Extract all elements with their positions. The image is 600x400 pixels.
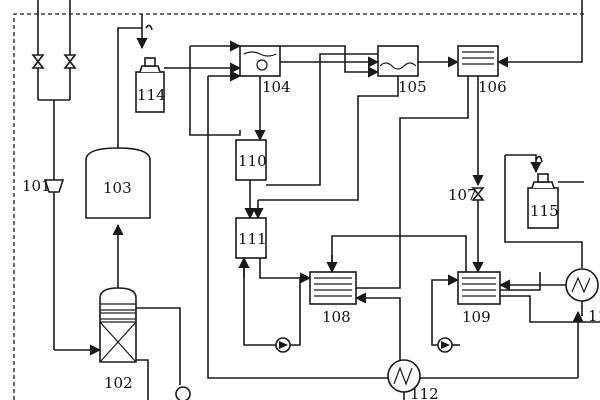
label-105: 105: [398, 78, 427, 96]
pump-108: [275, 337, 291, 353]
label-109: 109: [462, 308, 491, 326]
component-101-meter: 101: [22, 177, 65, 195]
pump-109: [437, 337, 453, 353]
component-107-valve: 107: [448, 186, 485, 204]
label-108: 108: [322, 308, 351, 326]
label-114: 114: [137, 86, 166, 104]
label-111: 111: [238, 230, 267, 248]
label-107: 107: [448, 186, 477, 204]
label-106: 106: [478, 78, 507, 96]
component-102-column: 102: [99, 287, 137, 392]
label-110: 110: [238, 152, 267, 170]
inlet-valve-left: [31, 54, 45, 69]
label-115: 115: [530, 202, 559, 220]
label-102: 102: [104, 374, 133, 392]
label-103: 103: [103, 179, 132, 197]
component-103-vessel: 103: [85, 147, 151, 219]
component-116-exchanger: 11: [565, 268, 600, 325]
component-108-unit: 108: [309, 271, 357, 326]
component-109-unit: 109: [457, 271, 501, 326]
inlet-valve-right: [63, 54, 77, 69]
component-114-tank: 114: [135, 24, 166, 113]
component-110-box: 110: [235, 139, 267, 181]
component-104-separator: 104: [239, 45, 291, 96]
component-105-tank: 105: [377, 45, 427, 96]
component-106-unit: 106: [457, 45, 507, 96]
component-112-exchanger: 112: [387, 359, 439, 400]
label-112: 112: [410, 385, 439, 400]
system-boundary: [13, 13, 586, 400]
component-115-tank: 115: [505, 154, 559, 229]
label-116: 11: [588, 307, 600, 325]
label-104: 104: [262, 78, 291, 96]
label-101: 101: [22, 177, 51, 195]
inlet-pipes: [37, 0, 71, 350]
component-111-box: 111: [235, 217, 267, 259]
